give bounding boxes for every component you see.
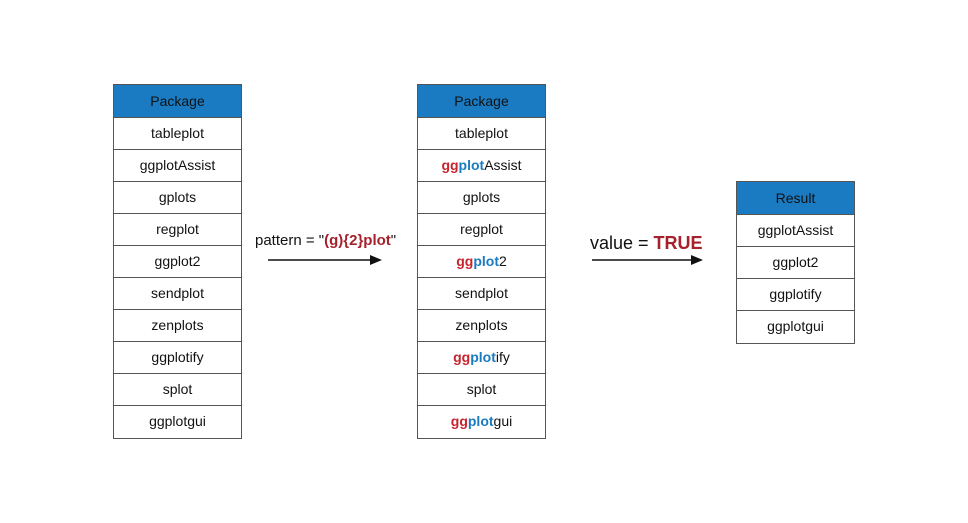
match-segment: gg [441, 157, 459, 173]
value-true: TRUE [653, 233, 703, 253]
arrow-pattern [268, 255, 382, 265]
left-table-row: sendplot [114, 278, 241, 310]
match-segment: plot [470, 349, 496, 365]
match-segment: gg [456, 253, 474, 269]
text-segment: gplots [462, 189, 501, 205]
result-table-header: Result [737, 182, 854, 215]
middle-table-header: Package [418, 85, 545, 118]
middle-table-row: ggplotify [418, 342, 545, 374]
middle-table-row: tableplot [418, 118, 545, 150]
value-label-prefix: value = [590, 233, 654, 253]
left-table-row: zenplots [114, 310, 241, 342]
text-segment: ify [495, 349, 510, 365]
text-segment: gui [493, 413, 513, 429]
left-table-header: Package [114, 85, 241, 118]
left-table-row: ggplotAssist [114, 150, 241, 182]
text-segment: 2 [498, 253, 507, 269]
left-table-row: splot [114, 374, 241, 406]
middle-table-row: ggplot2 [418, 246, 545, 278]
text-segment: sendplot [455, 285, 508, 301]
pattern-value: (g){2}plot [324, 232, 391, 249]
result-table-row: ggplot2 [737, 247, 854, 279]
text-segment: regplot [460, 221, 503, 237]
arrow-value [592, 255, 703, 265]
pattern-label: pattern = "(g){2}plot" [255, 232, 396, 249]
left-table-row: ggplotgui [149, 413, 206, 429]
match-segment: gg [450, 413, 468, 429]
match-segment: plot [473, 253, 499, 269]
match-segment: plot [467, 413, 494, 429]
middle-table-row: zenplots [418, 310, 545, 342]
match-segment: gg [453, 349, 471, 365]
left-table-row: tableplot [114, 118, 241, 150]
middle-table-row: gplots [418, 182, 545, 214]
text-segment: Assist [484, 157, 522, 173]
result-table-row: ggplotgui [767, 318, 824, 334]
left-table-row: ggplot2 [114, 246, 241, 278]
text-segment: tableplot [455, 125, 508, 141]
pattern-label-suffix: " [390, 232, 397, 249]
middle-table-row: regplot [418, 214, 545, 246]
left-table-row: regplot [114, 214, 241, 246]
middle-table-row: sendplot [418, 278, 545, 310]
text-segment: splot [466, 381, 497, 397]
pattern-label-prefix: pattern = " [255, 232, 325, 249]
text-segment: zenplots [455, 317, 508, 333]
middle-table-row: splot [418, 374, 545, 406]
match-segment: plot [458, 157, 485, 173]
result-table-row: ggplotify [737, 279, 854, 311]
middle-table-row: ggplotAssist [418, 150, 545, 182]
value-label: value = TRUE [590, 233, 703, 254]
left-table-row: gplots [114, 182, 241, 214]
left-table-row: ggplotify [114, 342, 241, 374]
result-table-row: ggplotAssist [737, 215, 854, 247]
middle-table-row: ggplotgui [418, 406, 545, 438]
